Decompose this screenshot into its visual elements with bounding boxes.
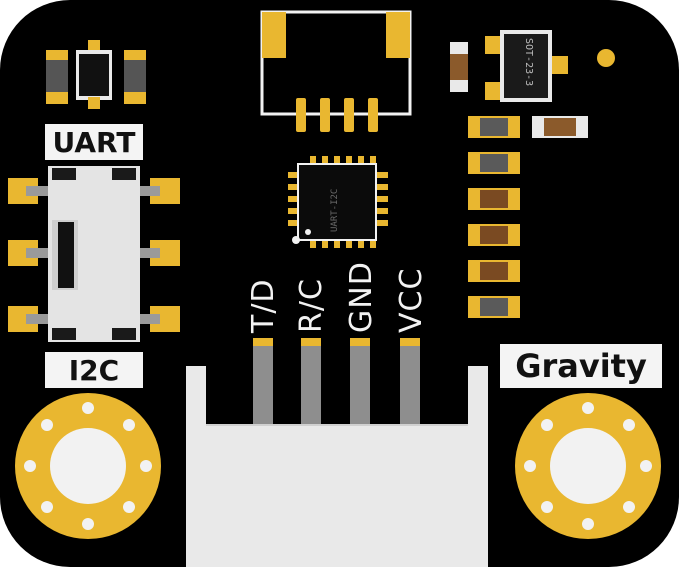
switch-label-top: UART (45, 124, 143, 160)
top-module-outline (260, 10, 412, 116)
passive-components-column (468, 116, 588, 318)
connector-pins (253, 338, 420, 424)
pin-label-vcc: VCC (394, 267, 429, 333)
slide-switch (8, 166, 180, 342)
mounting-hole-right (515, 393, 661, 539)
mounting-hole-left (15, 393, 161, 539)
pin-label-td: T/D (246, 278, 281, 333)
brand-label: Gravity (500, 344, 662, 388)
top-module-pad-left (262, 12, 286, 58)
switch-label-bottom: I2C (45, 352, 143, 388)
top-module-pad-right (386, 12, 410, 58)
top-module-pins (296, 98, 378, 132)
ic-marking: UART-I2C (330, 188, 340, 232)
regulator-chip (485, 30, 568, 102)
pin-label-gnd: GND (344, 261, 379, 333)
qfn-ic (288, 156, 388, 248)
gravity-connector (186, 366, 488, 567)
left-smd-components (46, 40, 146, 109)
small-cap-top (450, 42, 468, 92)
pin-label-rc: R/C (294, 278, 329, 333)
fiducial-dot (597, 49, 615, 67)
regulator-marking: SOT-23-3 (523, 38, 534, 87)
